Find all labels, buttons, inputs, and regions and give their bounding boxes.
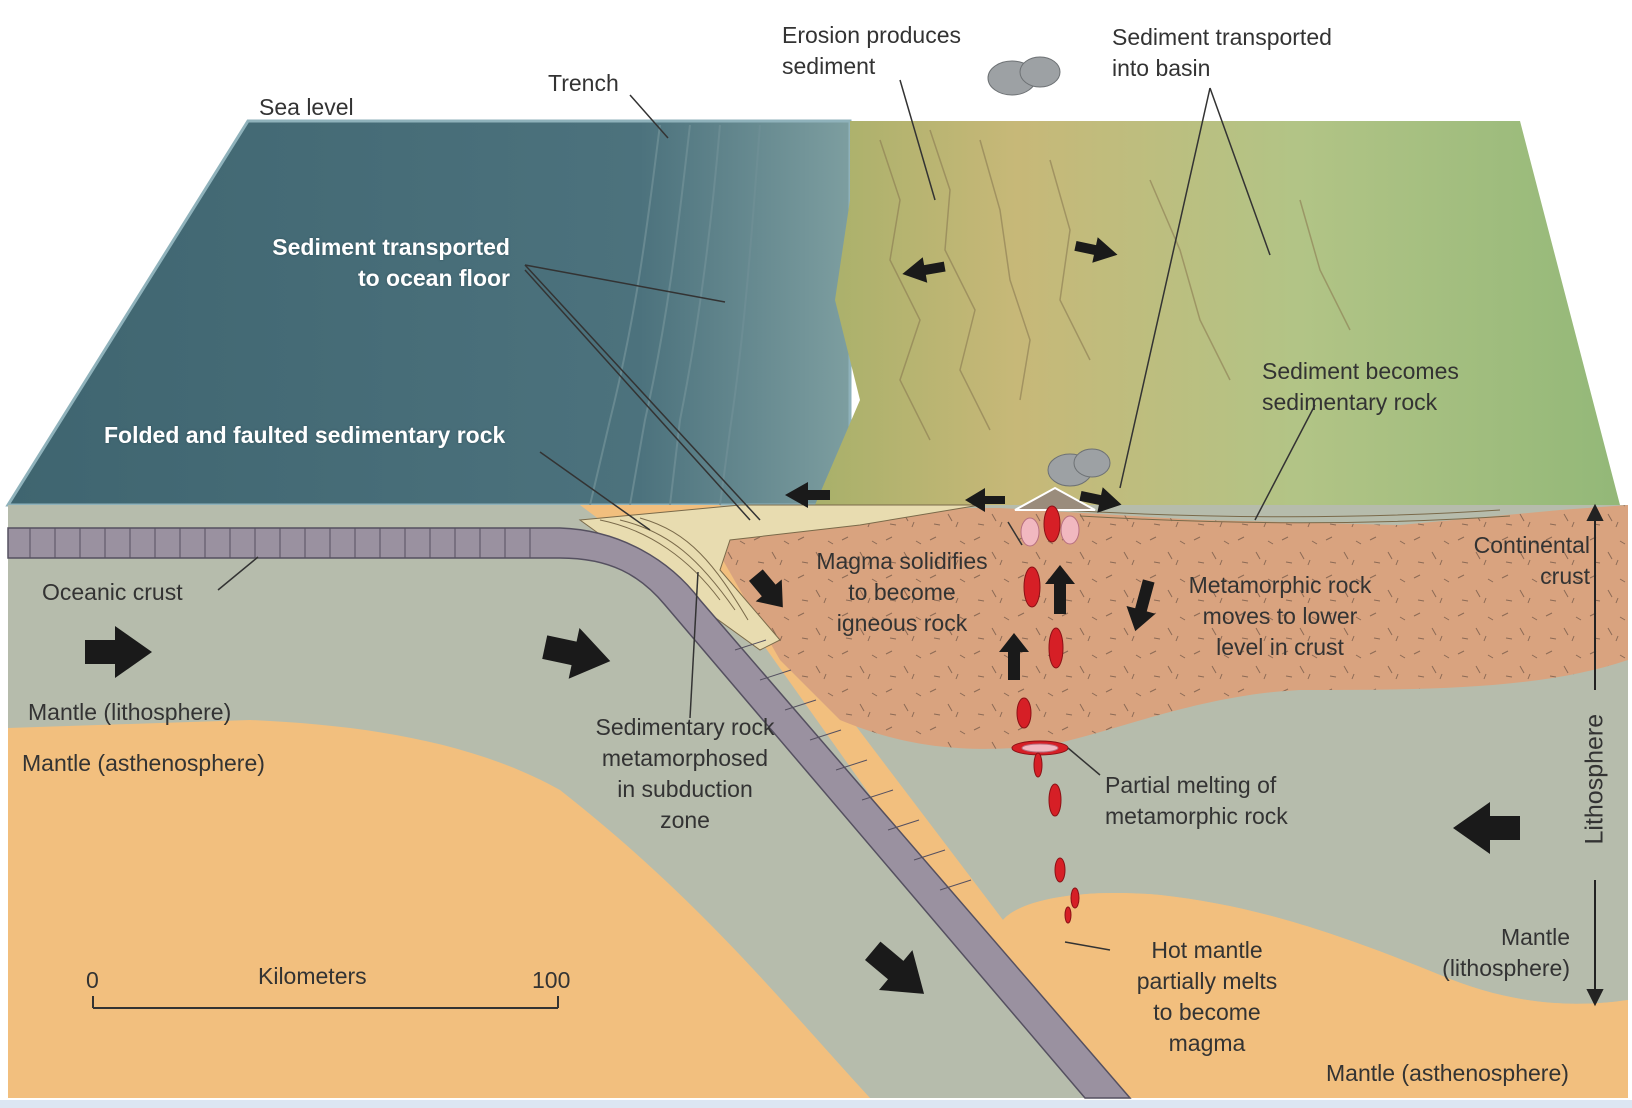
scale-start: 0 [86,967,99,993]
mountain-ridges [879,129,1351,441]
label-trench: Trench [548,70,619,96]
oceanic-plate [7,527,1132,1099]
land-surface [815,121,1620,505]
oceanic-plate-ticks [29,528,972,891]
label-mantle-lithosphere-left: Mantle (lithosphere) [28,699,232,725]
label-mantle-asthenosphere-left: Mantle (asthenosphere) [22,750,265,776]
arrow-right-icon [1079,487,1122,513]
arrow-up-icon [999,633,1029,680]
sediment-wedge [578,504,981,651]
arrow-down-right-icon [865,941,925,994]
scale-bar [92,996,559,1009]
continental-crust [700,505,1628,749]
mantle-lithosphere-left [8,505,1085,1098]
arrow-left-icon [902,257,946,283]
label-mantle-lithosphere-right: Mantle(lithosphere) [1442,924,1570,981]
label-mantle-asthenosphere-right: Mantle (asthenosphere) [1326,1060,1569,1086]
scale-title: Kilometers [258,963,367,989]
arrow-down-right-icon [748,569,783,608]
motion-arrows [85,237,1520,994]
label-sea-level: Sea level [259,94,354,120]
arrow-right-icon [542,627,611,679]
label-oceanic-crust: Oceanic crust [42,579,183,605]
arrow-right-icon [1074,237,1118,263]
arrow-down-icon [1126,579,1156,632]
leader-lines [217,79,1316,951]
scale-end: 100 [532,967,571,993]
sediment-layers [599,509,1511,621]
arrow-left-icon [785,482,830,508]
arrow-left-icon [1453,802,1520,854]
arrow-left-icon [965,488,1005,512]
label-folded-faulted: Folded and faulted sedimentary rock [104,422,506,448]
arrow-right-icon [85,626,152,678]
mantle-asthenosphere-bump [1003,892,1628,1098]
label-lithosphere: Lithosphere [1580,713,1609,845]
trench-ridges [589,124,761,506]
igneous-bodies [1020,515,1080,753]
bottom-border [0,1100,1632,1108]
smoke-cloud-icon [987,56,1111,487]
lithosphere-bracket [1586,503,1604,1007]
arrow-up-icon [1045,565,1075,614]
